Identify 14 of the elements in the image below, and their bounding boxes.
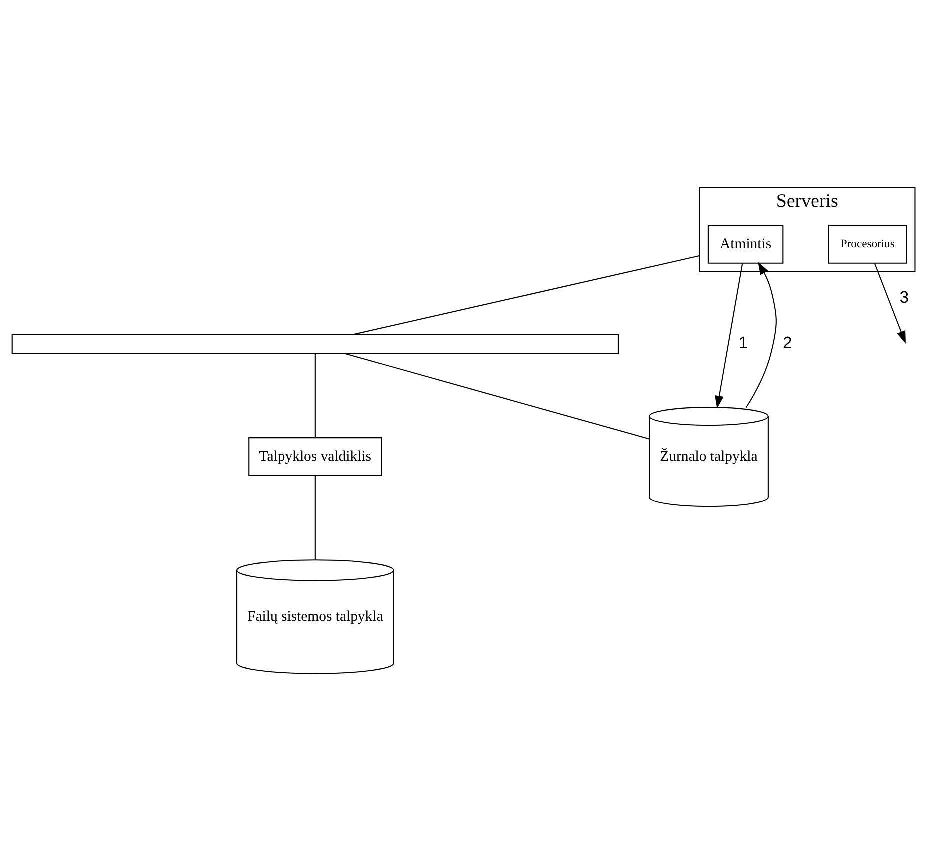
connector	[352, 256, 700, 336]
arrow	[746, 262, 777, 408]
connector	[314, 476, 316, 560]
node-bar	[12, 334, 619, 354]
edge-label: 2	[782, 333, 792, 352]
node-box: Atmintis	[708, 224, 784, 264]
edge-label: 1	[738, 333, 748, 352]
arrow	[715, 263, 744, 409]
connector	[314, 354, 316, 438]
node-box: Procesorius	[828, 224, 908, 264]
edge-label: 3	[900, 288, 910, 308]
arrow	[874, 263, 906, 344]
node-box: Talpyklos valdiklis	[248, 438, 382, 476]
connector	[346, 353, 650, 440]
